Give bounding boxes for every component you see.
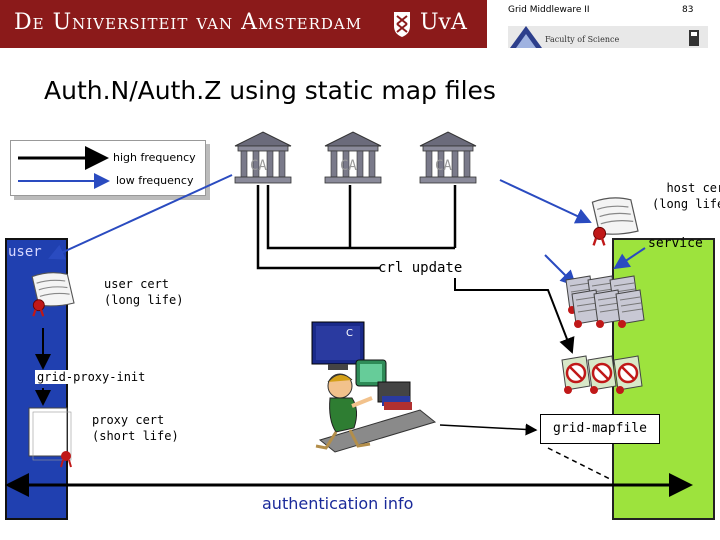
user-cert-line-2: (long life) (104, 293, 184, 307)
university-name: De Universiteit van Amsterdam (14, 10, 363, 35)
crl-line-ca1 (266, 185, 455, 250)
user-cert-icon (31, 271, 76, 318)
legend-high-frequency: high frequency (113, 151, 196, 164)
to-mapfile-arrow (439, 423, 538, 436)
denied-cert-1 (560, 354, 592, 396)
authentication-info-label: authentication info (262, 494, 414, 513)
host-cert-line-2: (long life) (652, 197, 720, 211)
cert-stack-6 (615, 289, 645, 329)
service-label: service (648, 236, 703, 251)
proxy-cert-line-2: (short life) (92, 429, 179, 443)
host-cert-line-1: host cert (666, 181, 720, 195)
user-cert-line-1: user cert (104, 277, 170, 291)
legend-low-frequency: low frequency (116, 174, 194, 187)
crest-icon (394, 12, 410, 37)
proxy-cert-icon (28, 407, 72, 468)
user-cert-label: user cert (long life) (104, 276, 183, 308)
host-to-stack-arrow (613, 247, 646, 270)
proxy-cert-line-1: proxy cert (92, 413, 165, 427)
ca-to-user-arrow (48, 174, 233, 260)
page-number: 83 (682, 5, 694, 15)
denied-cert-3 (612, 354, 644, 396)
host-cert-icon (591, 196, 640, 247)
ca-label-3: CA (435, 158, 452, 174)
ca-to-host-arrow (499, 179, 592, 224)
proxy-cert-label: proxy cert (short life) (92, 412, 179, 444)
user-label: user (8, 244, 42, 260)
grid-mapfile-label: grid-mapfile (540, 414, 660, 444)
host-cert-label: host cert (long life) (652, 180, 720, 212)
crl-line-outer (256, 185, 380, 270)
grid-proxy-init-label: grid-proxy-init (35, 370, 148, 384)
user-at-computer-illustration: C (311, 321, 437, 453)
university-banner: De Universiteit van Amsterdam UvA (0, 0, 487, 48)
slide-title: Auth.N/Auth.Z using static map files (44, 76, 496, 105)
faculty-name: Faculty of Science (545, 35, 620, 44)
faculty-logo (508, 26, 708, 48)
university-abbrev: UvA (420, 10, 467, 35)
crl-update-arrow (454, 278, 575, 354)
mapfile-dashed-line (547, 447, 613, 481)
course-title: Grid Middleware II (508, 5, 590, 15)
svg-text:C: C (346, 328, 353, 339)
denied-cert-2 (586, 354, 618, 396)
crl-update-label: crl update (378, 260, 463, 276)
ca-label-2: CA (340, 158, 357, 174)
ca-label-1: CA (250, 158, 267, 174)
